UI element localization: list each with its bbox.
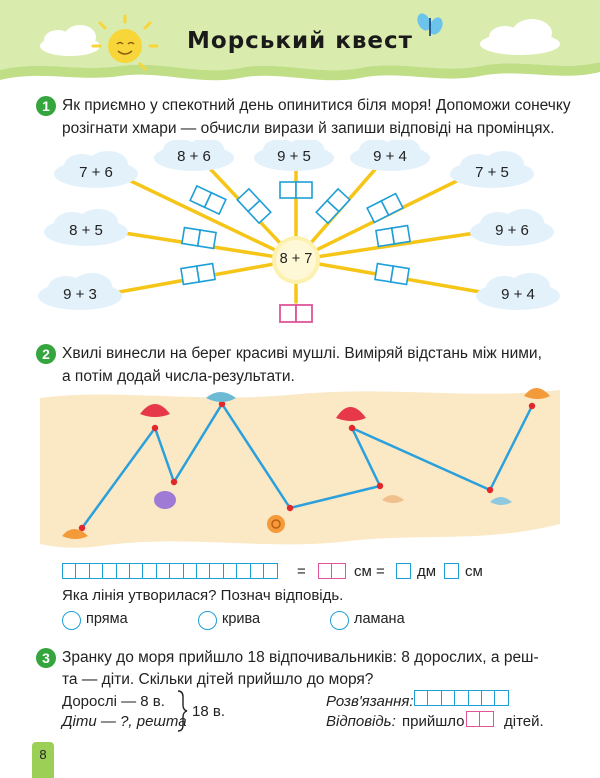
short-note-total: 18 в. <box>192 703 225 720</box>
option-curved-label: крива <box>222 611 261 627</box>
cloud-expression: 9 + 3 <box>63 286 97 303</box>
cloud-icon <box>350 140 430 171</box>
task-number-badge: 2 <box>36 344 56 364</box>
option-curved-radio[interactable] <box>198 611 217 630</box>
page-title: Морський квест <box>187 28 413 54</box>
option-straight-radio[interactable] <box>62 611 81 630</box>
short-note-adults: Дорослі — 8 в. <box>62 693 165 710</box>
shell-points <box>78 400 536 532</box>
cloud-expression: 8 + 5 <box>69 222 103 239</box>
cloud-icon <box>450 151 534 188</box>
cloud-expression: 7 + 6 <box>79 164 113 181</box>
task2-text-line1: Хвилі винесли на берег красиві мушлі. Ви… <box>62 345 542 362</box>
answer-box <box>189 184 227 216</box>
task2-text-line2: а потім додай числа-результати. <box>62 368 295 385</box>
cloud-icon <box>470 209 554 246</box>
cloud-expression: 9 + 5 <box>277 148 311 165</box>
sun-icon <box>91 14 159 71</box>
cloud-icon <box>40 25 100 56</box>
cloud-icon <box>38 273 122 310</box>
clouds <box>38 140 560 310</box>
task1-text-line2: розігнати хмари — обчисли вирази й запиш… <box>62 120 555 137</box>
shell-icon <box>382 495 404 503</box>
unit-cm-equals: см = <box>354 563 385 580</box>
answer-box <box>366 192 404 224</box>
cloud-expression: 8 + 6 <box>177 148 211 165</box>
header-background <box>0 0 600 71</box>
sun-center <box>272 236 320 284</box>
ray-answer-boxes <box>180 181 411 286</box>
answer-label: Відповідь: <box>326 713 396 730</box>
option-broken-label: ламана <box>354 611 405 627</box>
answer-box <box>180 262 216 286</box>
short-note-children: Діти — ?, решта <box>62 713 187 730</box>
solution-label: Розв'язання: <box>326 693 414 710</box>
shell-icon <box>524 388 550 399</box>
shells-diagram <box>40 388 560 548</box>
shell-icon <box>490 497 512 505</box>
cloud-expression: 9 + 6 <box>495 222 529 239</box>
ray <box>294 228 497 262</box>
cloud-icon <box>154 140 234 171</box>
answer-box <box>374 262 410 286</box>
sand-area <box>40 390 560 548</box>
shell-icon <box>336 407 366 421</box>
ray <box>110 170 298 262</box>
page-number: 8 <box>32 742 54 778</box>
task3-text-line1: Зранку до моря прийшло 18 відпочивальник… <box>62 649 539 666</box>
task3-text-line2: та — діти. Скільки дітей прийшло до моря… <box>62 671 374 688</box>
answer-box <box>236 187 272 225</box>
page-header <box>0 0 600 81</box>
solution-boxes[interactable] <box>414 690 510 706</box>
cloud-icon <box>480 19 560 55</box>
cloud-expression: 7 + 5 <box>475 164 509 181</box>
sun-center-expression: 8 + 7 <box>279 251 313 267</box>
cm-box[interactable] <box>444 563 459 579</box>
cloud-icon <box>254 140 334 171</box>
shell-icon <box>154 491 176 509</box>
answer-box <box>315 187 351 225</box>
shell-icon <box>267 515 285 533</box>
shell-icon <box>62 529 88 539</box>
unit-dm: дм <box>417 563 437 580</box>
answer-box <box>375 224 411 248</box>
task2-question: Яка лінія утворилася? Познач відповідь. <box>62 587 344 604</box>
task-number-badge: 3 <box>36 648 56 668</box>
task1-text-line1: Як приємно у спекотний день опинитися бі… <box>62 97 571 114</box>
measurement-boxes[interactable] <box>62 563 279 579</box>
header-wave <box>0 62 600 81</box>
cloud-expression: 9 + 4 <box>501 286 535 303</box>
butterfly-icon <box>417 13 443 36</box>
answer-box <box>279 181 313 199</box>
answer-box <box>181 226 217 250</box>
sun-rays-diagram <box>38 140 560 323</box>
equals-sign: = <box>297 563 306 580</box>
shell-icon <box>140 404 170 417</box>
task-number-badge: 1 <box>36 96 56 116</box>
answer-boxes[interactable] <box>466 711 495 727</box>
cloud-icon <box>54 151 138 188</box>
brace-icon <box>177 690 188 732</box>
answer-tail: дітей. <box>504 713 544 730</box>
dm-box[interactable] <box>396 563 411 579</box>
cloud-expression: 9 + 4 <box>373 148 407 165</box>
option-broken-radio[interactable] <box>330 611 349 630</box>
option-straight-label: пряма <box>86 611 128 627</box>
cloud-icon <box>476 273 560 310</box>
shell-icon <box>206 392 236 402</box>
final-answer-box <box>279 304 313 323</box>
unit-cm: см <box>465 563 483 580</box>
answer-text: прийшло <box>402 713 465 730</box>
sum-cm-box[interactable] <box>318 563 347 579</box>
cloud-icon <box>44 209 128 246</box>
